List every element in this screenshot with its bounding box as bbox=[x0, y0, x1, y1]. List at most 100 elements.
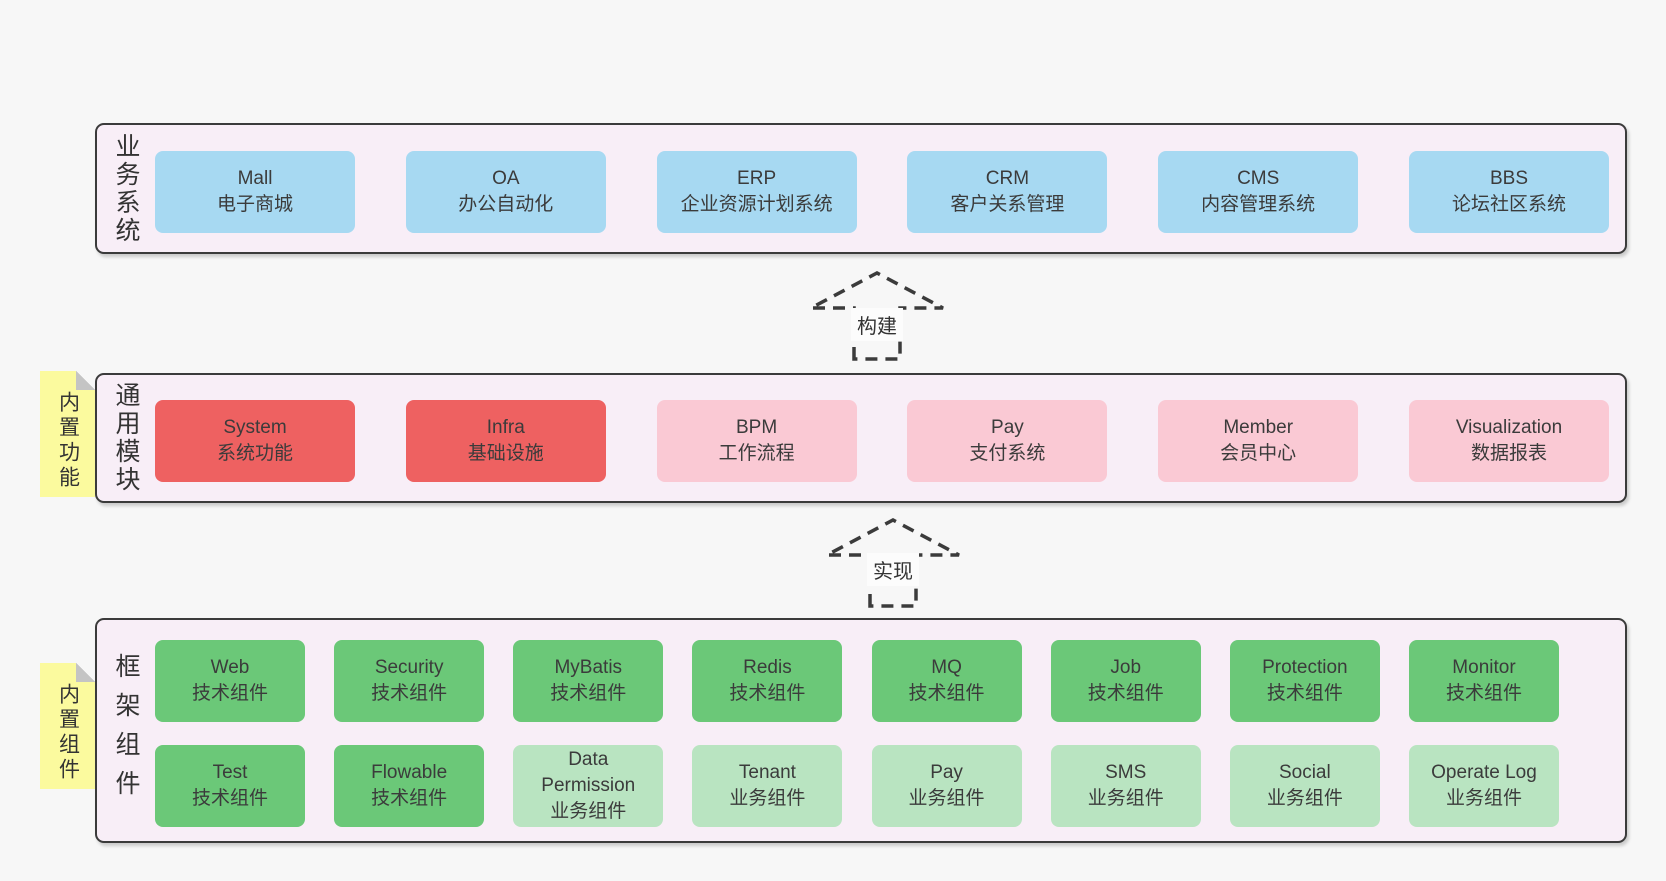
box-subtitle: 业务组件 bbox=[1266, 788, 1343, 809]
layer-common-modules: 通用模块 System 系统功能 Infra 基础设施 BPM 工作流程 Pay… bbox=[95, 373, 1627, 503]
box-title: Redis bbox=[743, 657, 792, 678]
box-title: OA bbox=[492, 168, 520, 189]
box-title: CMS bbox=[1237, 168, 1280, 189]
box-subtitle: 技术组件 bbox=[371, 788, 448, 809]
box-subtitle: 业务组件 bbox=[729, 788, 806, 809]
box-flowable: Flowable 技术组件 bbox=[334, 745, 485, 827]
box-subtitle: 业务组件 bbox=[1445, 788, 1522, 809]
box-subtitle: 企业资源计划系统 bbox=[680, 194, 833, 215]
modules-boxes-row: System 系统功能 Infra 基础设施 BPM 工作流程 Pay 支付系统… bbox=[155, 400, 1609, 482]
box-title: Security bbox=[374, 657, 444, 678]
arrow-implement-label: 实现 bbox=[867, 553, 919, 586]
layer-label-modules: 通用模块 bbox=[112, 382, 140, 494]
box-title: Protection bbox=[1262, 657, 1348, 678]
box-subtitle: 技术组件 bbox=[1445, 683, 1522, 704]
box-protection: Protection 技术组件 bbox=[1229, 640, 1380, 722]
components-row-2: Test 技术组件 Flowable 技术组件 Data Permission … bbox=[155, 745, 1559, 827]
folded-corner-icon bbox=[76, 371, 95, 390]
box-system: System 系统功能 bbox=[155, 400, 355, 482]
layer-framework-components: 框架组件 Web 技术组件 Security 技术组件 MyBatis 技术组件… bbox=[95, 618, 1627, 843]
box-title: ERP bbox=[737, 168, 777, 189]
tag-built-in-functions: 内置功能 bbox=[40, 371, 95, 497]
arrow-implement-label-wrap: 实现 bbox=[823, 553, 963, 586]
box-sms: SMS 业务组件 bbox=[1050, 745, 1201, 827]
box-subtitle: 技术组件 bbox=[1266, 683, 1343, 704]
arrow-up-build-icon bbox=[810, 271, 944, 361]
box-title: MQ bbox=[931, 657, 962, 678]
box-subtitle: 客户关系管理 bbox=[950, 194, 1065, 215]
box-subtitle: 技术组件 bbox=[908, 683, 985, 704]
box-bpm: BPM 工作流程 bbox=[656, 400, 857, 482]
arrow-build-label-wrap: 构建 bbox=[807, 308, 947, 341]
box-job: Job 技术组件 bbox=[1050, 640, 1201, 722]
box-title: Job bbox=[1110, 657, 1142, 678]
box-title: Member bbox=[1223, 417, 1294, 438]
box-title: Web bbox=[210, 657, 250, 678]
box-title: Operate Log bbox=[1431, 762, 1537, 783]
box-subtitle: 业务组件 bbox=[1087, 788, 1164, 809]
box-subtitle: 技术组件 bbox=[191, 788, 268, 809]
box-bbs: BBS 论坛社区系统 bbox=[1408, 151, 1609, 233]
box-subtitle: 会员中心 bbox=[1220, 443, 1297, 464]
box-subtitle: 业务组件 bbox=[908, 788, 985, 809]
box-social: Social 业务组件 bbox=[1229, 745, 1380, 827]
box-test: Test 技术组件 bbox=[155, 745, 305, 827]
box-subtitle: 技术组件 bbox=[729, 683, 806, 704]
box-title: Visualization bbox=[1455, 417, 1563, 438]
box-crm: CRM 客户关系管理 bbox=[907, 151, 1108, 233]
box-data-permission: Data Permission 业务组件 bbox=[513, 745, 664, 827]
box-web: Web 技术组件 bbox=[155, 640, 305, 722]
box-subtitle: 技术组件 bbox=[550, 683, 627, 704]
box-title: BBS bbox=[1489, 168, 1528, 189]
box-title: Pay bbox=[930, 762, 963, 783]
box-title: Tenant bbox=[738, 762, 796, 783]
tag-built-in-functions-label: 内置功能 bbox=[56, 391, 80, 491]
layer-business-systems: 业务系统 Mall 电子商城 OA 办公自动化 ERP 企业资源计划系统 CRM… bbox=[95, 123, 1627, 254]
box-redis: Redis 技术组件 bbox=[692, 640, 843, 722]
box-subtitle: 电子商城 bbox=[216, 194, 293, 215]
box-title: Infra bbox=[486, 417, 525, 438]
box-operate-log: Operate Log 业务组件 bbox=[1408, 745, 1559, 827]
box-monitor: Monitor 技术组件 bbox=[1408, 640, 1559, 722]
box-pay: Pay 支付系统 bbox=[907, 400, 1108, 482]
box-security: Security 技术组件 bbox=[334, 640, 485, 722]
box-subtitle: 工作流程 bbox=[718, 443, 795, 464]
box-title: Test bbox=[212, 762, 248, 783]
box-title: BPM bbox=[736, 417, 778, 438]
box-title: CRM bbox=[985, 168, 1030, 189]
layer-label-components: 框架组件 bbox=[112, 652, 140, 809]
box-title: MyBatis bbox=[554, 657, 623, 678]
layer-label-business: 业务系统 bbox=[112, 132, 140, 245]
box-title: Data Permission bbox=[541, 749, 636, 796]
box-tenant: Tenant 业务组件 bbox=[692, 745, 843, 827]
box-title: System bbox=[223, 417, 287, 438]
box-oa: OA 办公自动化 bbox=[405, 151, 606, 233]
box-subtitle: 办公自动化 bbox=[458, 194, 554, 215]
box-title: Flowable bbox=[371, 762, 448, 783]
tag-built-in-components: 内置组件 bbox=[40, 663, 95, 789]
box-title: Pay bbox=[991, 417, 1024, 438]
box-infra: Infra 基础设施 bbox=[405, 400, 606, 482]
folded-corner-icon bbox=[76, 663, 95, 682]
components-row-1: Web 技术组件 Security 技术组件 MyBatis 技术组件 Redi… bbox=[155, 640, 1559, 722]
box-member: Member 会员中心 bbox=[1158, 400, 1359, 482]
box-pay-biz: Pay 业务组件 bbox=[871, 745, 1022, 827]
box-cms: CMS 内容管理系统 bbox=[1158, 151, 1359, 233]
arrow-build-label: 构建 bbox=[851, 308, 903, 341]
box-visualization: Visualization 数据报表 bbox=[1408, 400, 1609, 482]
box-subtitle: 业务组件 bbox=[550, 801, 627, 822]
box-subtitle: 内容管理系统 bbox=[1201, 194, 1316, 215]
box-erp: ERP 企业资源计划系统 bbox=[656, 151, 857, 233]
box-title: Social bbox=[1278, 762, 1331, 783]
box-subtitle: 系统功能 bbox=[216, 443, 293, 464]
box-subtitle: 支付系统 bbox=[969, 443, 1046, 464]
box-mall: Mall 电子商城 bbox=[155, 151, 355, 233]
tag-built-in-components-label: 内置组件 bbox=[56, 683, 80, 783]
box-subtitle: 基础设施 bbox=[467, 443, 544, 464]
box-title: Monitor bbox=[1452, 657, 1516, 678]
box-subtitle: 技术组件 bbox=[1087, 683, 1164, 704]
box-mybatis: MyBatis 技术组件 bbox=[513, 640, 664, 722]
box-subtitle: 数据报表 bbox=[1470, 443, 1547, 464]
business-boxes-row: Mall 电子商城 OA 办公自动化 ERP 企业资源计划系统 CRM 客户关系… bbox=[155, 151, 1609, 233]
box-subtitle: 技术组件 bbox=[371, 683, 448, 704]
